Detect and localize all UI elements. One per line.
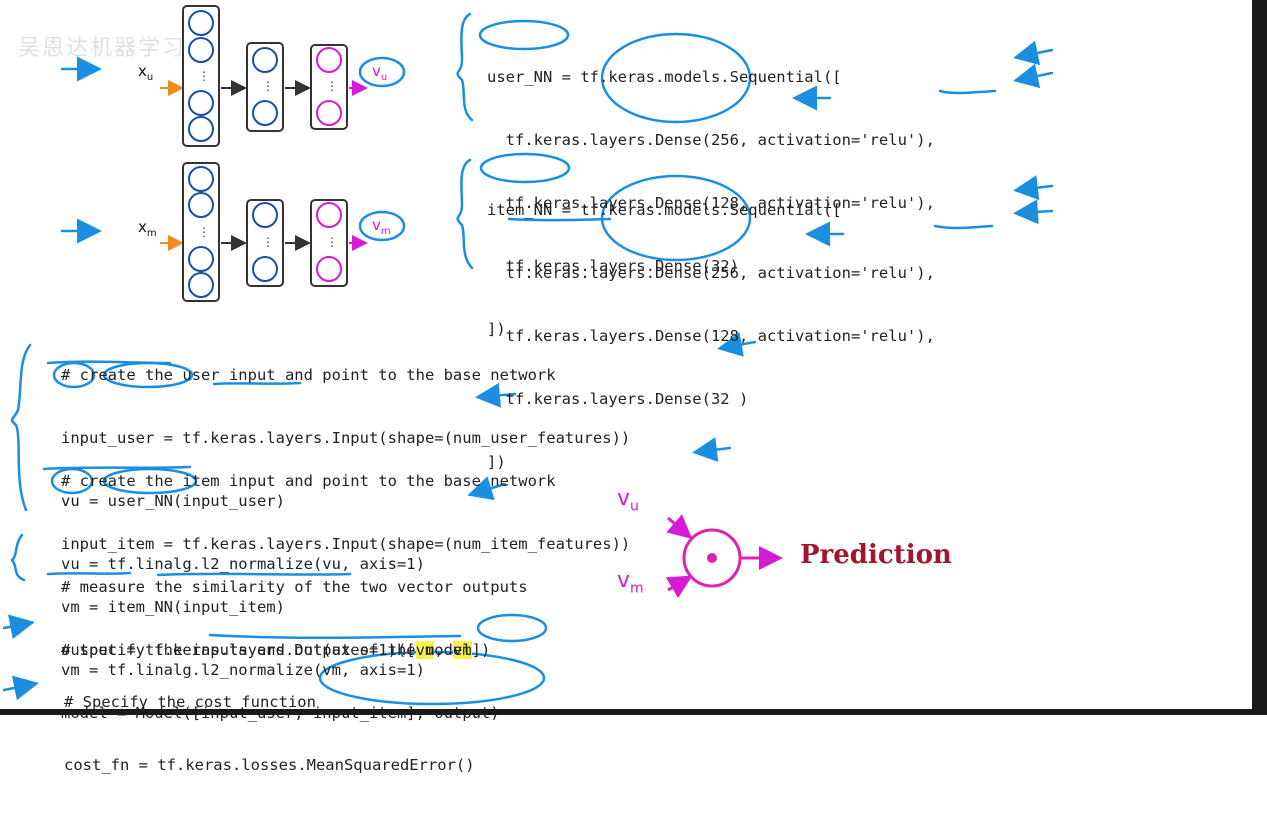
code-line: tf.keras.layers.Dense(256, activation='r… — [487, 264, 935, 282]
user-output-label: vu — [372, 62, 388, 83]
code-line: item_NN = tf.keras.models.Sequential([ — [487, 201, 842, 219]
code-line: # specify the inputs and output of the m… — [61, 641, 472, 659]
svg-text:⋮: ⋮ — [198, 225, 210, 239]
svg-text:⋮: ⋮ — [198, 69, 210, 83]
highlight-vu: vu — [415, 641, 435, 659]
code-line: vu = tf.linalg.l2_normalize(vu, axis=1) — [61, 555, 425, 573]
code-line: tf.keras.layers.Dense(256, activation='r… — [487, 131, 935, 149]
item-network-diagram: ⋮ ⋮ ⋮ — [160, 162, 368, 302]
svg-text:⋮: ⋮ — [326, 79, 338, 93]
prediction-label: Prediction — [800, 540, 952, 570]
right-border — [1252, 0, 1267, 715]
code-line: ]) — [487, 453, 506, 471]
code-line: tf.keras.layers.Dense(32 ) — [487, 390, 749, 408]
item-input-label: xm — [138, 218, 157, 239]
code-line: vu = user_NN(input_user) — [61, 492, 285, 510]
code-line: vm = item_NN(input_item) — [61, 598, 285, 616]
code-line: # create the item input and point to the… — [61, 472, 556, 490]
code-line: tf.keras.layers.Dense(128, activation='r… — [487, 194, 935, 212]
diagram-layer: ⋮ ⋮ ⋮ ⋮ ⋮ — [2, 5, 1054, 706]
similarity-code: # measure the similarity of the two vect… — [61, 535, 528, 703]
code-line: # Specify the cost function — [64, 693, 316, 711]
code-line: # measure the similarity of the two vect… — [61, 578, 528, 596]
code-line: tf.keras.layers.Dense(32) — [487, 257, 739, 275]
user-network-diagram: ⋮ ⋮ ⋮ — [160, 5, 368, 147]
code-line: ]) — [487, 320, 506, 338]
user-input-label: xu — [138, 62, 154, 83]
dot-vm-label: vm — [617, 568, 644, 597]
code-line: user_NN = tf.keras.models.Sequential([ — [487, 68, 842, 86]
code-line: output = tf.keras.layers.Dot(axes=1)([vu… — [61, 641, 491, 659]
code-line: cost_fn = tf.keras.losses.MeanSquaredErr… — [64, 756, 475, 774]
code-line: input_item = tf.keras.layers.Input(shape… — [61, 535, 631, 553]
user-input-code: # create the user input and point to the… — [61, 323, 630, 617]
user-nn-code: user_NN = tf.keras.models.Sequential([ t… — [487, 25, 935, 382]
item-input-code: # create the item input and point to the… — [61, 429, 630, 723]
item-output-label: vm — [372, 216, 391, 237]
svg-text:⋮: ⋮ — [262, 235, 274, 249]
code-line: input_user = tf.keras.layers.Input(shape… — [61, 429, 631, 447]
bottom-border — [0, 709, 1267, 715]
item-nn-code: item_NN = tf.keras.models.Sequential([ t… — [487, 158, 935, 515]
handwritten-annotations — [2, 12, 1054, 706]
dot-vu-label: vu — [617, 486, 639, 515]
code-line: tf.keras.layers.Dense(128, activation='r… — [487, 327, 935, 345]
highlight-vm: vm — [452, 641, 472, 659]
svg-text:⋮: ⋮ — [326, 235, 338, 249]
code-line: vm = tf.linalg.l2_normalize(vm, axis=1) — [61, 661, 425, 679]
code-line: # create the user input and point to the… — [61, 366, 556, 384]
slide-frame: 吴恩达机器学习 ⋮ — [0, 0, 1267, 774]
dot-product-diagram — [665, 514, 783, 599]
svg-text:⋮: ⋮ — [262, 79, 274, 93]
cost-code: # Specify the cost function cost_fn = tf… — [64, 650, 475, 818]
